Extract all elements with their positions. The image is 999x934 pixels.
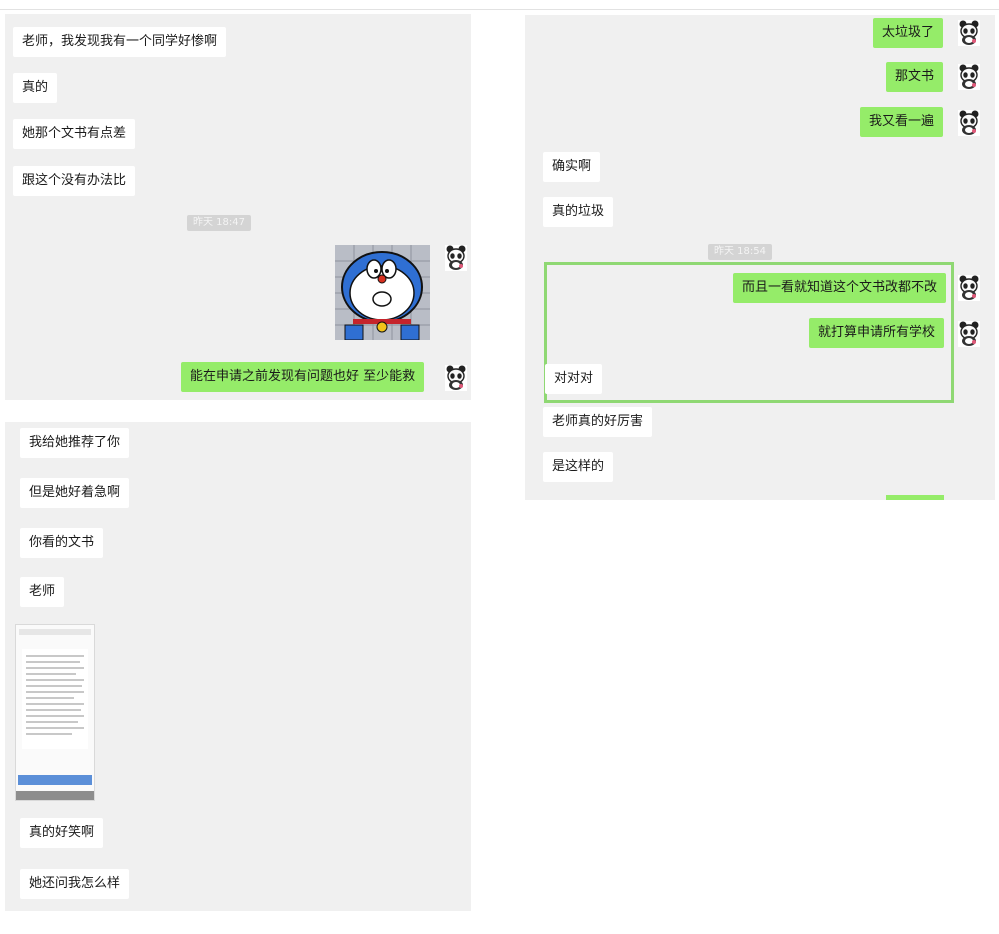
document-line [26,655,84,657]
incoming-message[interactable]: 真的 [13,73,58,103]
outgoing-message[interactable]: 能在申请之前发现有问题也好 至少能救 [181,362,425,392]
incoming-message[interactable]: 确实啊 [543,152,601,182]
document-line [26,733,72,735]
outgoing-message[interactable]: 那文书 [886,62,944,92]
chat-timestamp: 昨天 18:47 [187,215,251,231]
outgoing-message[interactable]: 我又看一遍 [860,107,944,137]
incoming-message[interactable]: 老师，我发现我有一个同学好惨啊 [13,27,227,57]
screenshot-blue-bar [18,775,92,785]
incoming-message[interactable]: 真的垃圾 [543,197,614,227]
document-line [26,715,84,717]
panda-avatar-icon-image [958,110,980,136]
incoming-message[interactable]: 我给她推荐了你 [20,428,130,458]
panda-avatar-icon[interactable] [958,321,980,347]
panda-avatar-icon[interactable] [958,110,980,136]
panda-avatar-icon-image [445,365,467,391]
panda-avatar-icon-image [958,64,980,90]
outgoing-message[interactable]: 就打算申请所有学校 [809,318,945,348]
left-chat-panel-top [5,14,471,400]
panda-avatar-icon[interactable] [958,20,980,46]
top-divider [0,9,999,10]
panda-avatar-icon[interactable] [958,64,980,90]
incoming-message[interactable]: 真的好笑啊 [20,818,104,848]
incoming-message[interactable]: 她那个文书有点差 [13,119,136,149]
document-line [26,721,78,723]
incoming-message[interactable]: 是这样的 [543,452,614,482]
document-line [26,661,80,663]
panda-avatar-icon-image [958,20,980,46]
panda-avatar-icon-image [958,275,980,301]
document-line [26,697,74,699]
document-line [26,673,76,675]
doraemon-sticker-image [335,245,430,341]
incoming-message[interactable]: 她还问我怎么样 [20,869,130,899]
outgoing-message[interactable]: 而且一看就知道这个文书改都不改 [733,273,947,303]
screenshot-grey-bar [16,791,94,800]
incoming-message[interactable]: 对对对 [545,364,603,394]
document-line [26,685,82,687]
chat-timestamp: 昨天 18:54 [708,244,772,260]
panda-avatar-icon[interactable] [958,275,980,301]
document-line [26,691,84,693]
incoming-message[interactable]: 老师 [20,577,65,607]
doraemon-sticker[interactable] [335,245,430,341]
screenshot-document-page [22,649,88,749]
document-screenshot-image[interactable] [15,624,95,801]
outgoing-message[interactable]: 太垃圾了 [873,18,944,48]
incoming-message[interactable]: 但是她好着急啊 [20,478,130,508]
document-line [26,679,84,681]
incoming-message[interactable]: 老师真的好厉害 [543,407,653,437]
panda-avatar-icon-image [958,321,980,347]
document-line [26,703,84,705]
incoming-message[interactable]: 你看的文书 [20,528,104,558]
panda-avatar-icon-image [445,245,467,271]
partial-outgoing-message [886,495,944,500]
document-line [26,727,84,729]
panda-avatar-icon[interactable] [445,365,467,391]
incoming-message[interactable]: 跟这个没有办法比 [13,166,136,196]
document-line [26,709,81,711]
document-line [26,667,84,669]
highlight-box [544,262,954,403]
panda-avatar-icon[interactable] [445,245,467,271]
screenshot-status-bar [19,629,91,635]
